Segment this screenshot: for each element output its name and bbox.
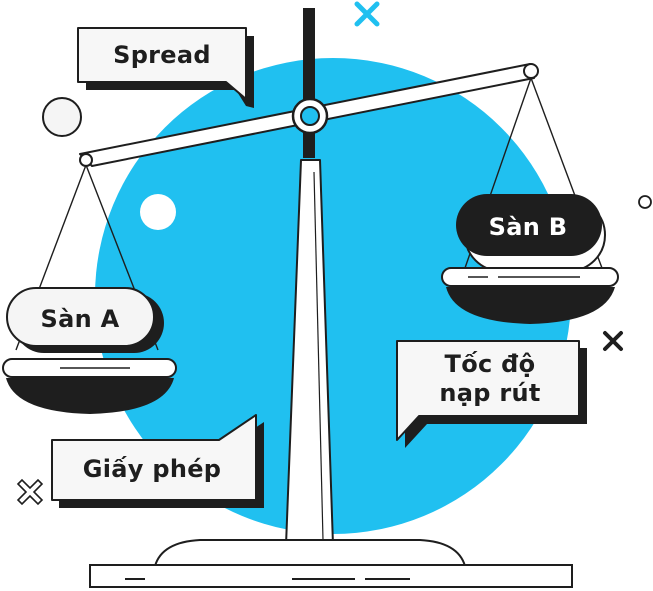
cross-icon [354,1,380,27]
scale-pole [303,8,315,158]
cross-icon [603,331,623,351]
spread-label: Spread [113,41,211,69]
speed-label-line2: nạp rút [439,379,540,407]
exchange-a-badge [6,287,155,347]
deposit-withdraw-speed-callout: Tốc độ nạp rút [396,340,587,448]
scale-base [89,564,573,588]
license-callout: Giấy phép [51,414,264,508]
circle-icon [140,194,176,230]
cross-icon [16,478,44,506]
spread-callout: Spread [77,27,254,108]
speed-label-line1: Tốc độ [445,350,536,378]
exchange-b-label: Sàn B [489,213,568,241]
exchange-a-label: Sàn A [41,305,120,333]
license-label: Giấy phép [83,455,222,483]
left-pan: Sàn A [2,287,177,414]
exchange-b-badge [456,194,602,256]
scale-base-top [153,539,467,567]
circle-icon [42,97,82,137]
circle-icon [638,195,652,209]
beam-end-right [523,63,539,79]
right-pan: Sàn B [441,194,619,324]
beam-end-left [79,153,93,167]
